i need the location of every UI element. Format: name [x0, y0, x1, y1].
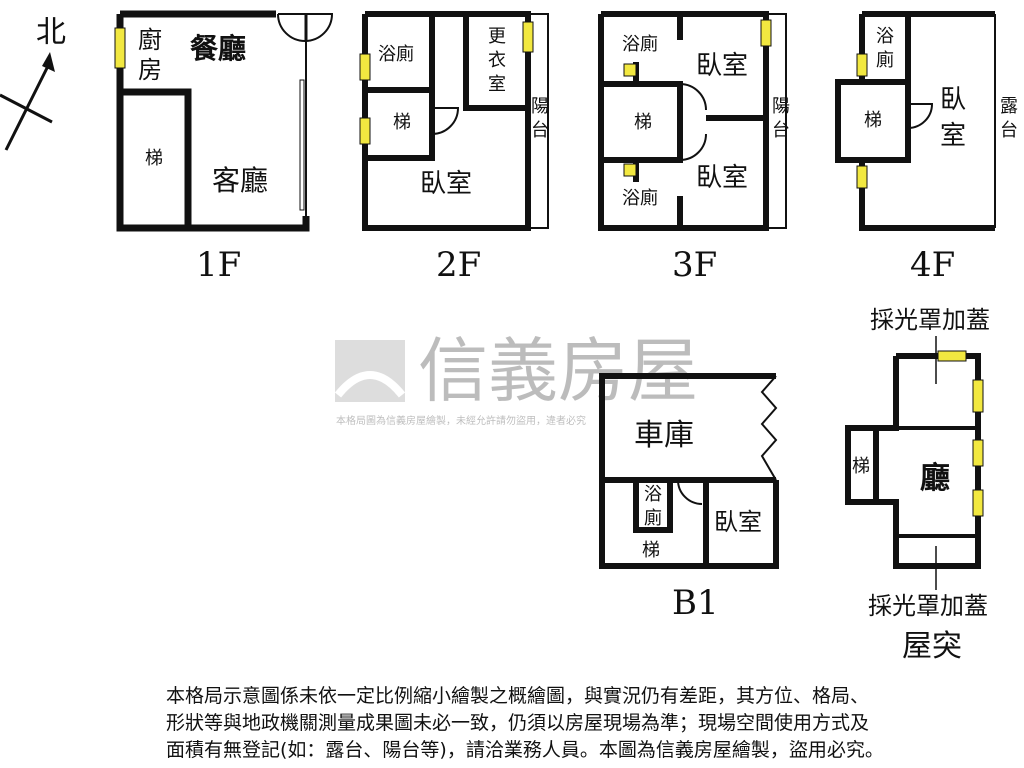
floor-4f-title: 4F — [910, 245, 955, 285]
floor-b1-stairs-label: 梯 — [642, 540, 660, 561]
floor-3f-window-balcony — [760, 19, 772, 47]
floor-b1-garage-label: 車庫 — [634, 418, 694, 453]
floor-3f-balcony-label-2: 台 — [772, 120, 790, 141]
floor-4f-bath-label-1: 浴 — [876, 26, 894, 47]
floor-3f-bath-walls — [633, 14, 683, 228]
floor-2f-stairs-label: 梯 — [393, 112, 411, 133]
floor-2f-balcony-label-2: 台 — [531, 120, 549, 141]
floor-roof-plan — [845, 336, 984, 590]
north-arrow-head — [42, 52, 55, 72]
disclaimer-line-2: 形狀等與地政機關測量成果圖未必一致，仍須以房屋現場為準；現場空間使用方式及 — [166, 712, 870, 734]
watermark-note: 本格局圖為信義房屋繪製，未經允許請勿盜用，違者必究 — [336, 414, 586, 427]
floor-4f-window-bath — [856, 53, 868, 77]
floor-3f-bedroom-bottom-label: 臥室 — [696, 163, 748, 193]
floor-4f-stairs-label: 梯 — [864, 110, 882, 131]
floor-4f-window-lower — [856, 165, 868, 189]
floor-4f-bedroom-label-1: 臥 — [940, 85, 966, 115]
floor-b1-garage-door — [760, 375, 778, 481]
floor-3f-bath-bottom-label: 浴廁 — [622, 187, 658, 209]
floor-3f-stair-door-bottom — [679, 133, 707, 161]
floor-2f-bath-label: 浴廁 — [378, 43, 414, 65]
floor-3f-outer-wall — [598, 11, 769, 231]
floor-roof-window-top — [937, 350, 967, 362]
floor-2f-window-bath — [359, 53, 371, 81]
floor-3f-stairs-label: 梯 — [634, 112, 652, 133]
disclaimer-text: 本格局示意圖係未依一定比例縮小繪製之概繪圖，與實況仍有差距，其方位、格局、 形狀… — [166, 683, 1016, 764]
floor-2f-window-closet — [522, 21, 534, 53]
floor-2f-stair-door — [431, 107, 460, 135]
floor-b1-bedroom-label: 臥室 — [714, 508, 762, 536]
floor-roof-title: 屋突 — [902, 629, 962, 664]
watermark: 信義房屋 本格局圖為信義房屋繪製，未經允許請勿盜用，違者必究 — [334, 330, 698, 427]
floor-roof-skylight-top-label: 採光罩加蓋 — [870, 306, 990, 334]
floor-3f-plan — [598, 11, 787, 231]
floor-1f-glass-door — [299, 79, 305, 211]
floor-2f-closet-label-3: 室 — [488, 74, 506, 95]
floor-3f-bath-top-label: 浴廁 — [622, 33, 658, 55]
floor-roof-skylight-bottom-label: 採光罩加蓋 — [868, 592, 988, 620]
floor-1f-living-label: 客廳 — [212, 164, 268, 197]
north-label: 北 — [36, 15, 66, 50]
floor-4f-plan — [835, 11, 996, 231]
disclaimer-line-1: 本格局示意圖係未依一定比例縮小繪製之概繪圖，與實況仍有差距，其方位、格局、 — [166, 685, 870, 707]
floor-2f-closet-label-1: 更 — [488, 26, 506, 47]
compass-cross-line — [0, 93, 53, 124]
north-arrow-line — [4, 61, 52, 151]
floor-b1-bath-wall — [633, 480, 673, 533]
floor-b1-outer-wall — [599, 373, 779, 569]
floor-2f-plan — [359, 11, 549, 231]
floor-1f-dining-label: 餐廳 — [190, 32, 246, 65]
floor-roof-window-3 — [972, 489, 984, 517]
floor-3f-title: 3F — [672, 245, 717, 285]
floor-3f-balcony — [767, 13, 787, 229]
disclaimer-line-3: 面積有無登記(如：露台、陽台等)，請洽業務人員。本圖為信義房屋繪製，盜用必究。 — [166, 739, 884, 761]
floor-3f-stair-door-top — [679, 83, 707, 111]
floor-4f-terrace-label-2: 台 — [1000, 120, 1018, 141]
floor-3f-balcony-label-1: 陽 — [772, 96, 790, 117]
floor-1f-stairs-label: 梯 — [145, 148, 163, 169]
floor-4f-stair-door — [907, 103, 934, 129]
floor-4f-bedroom-label-2: 室 — [940, 121, 966, 151]
floor-1f-kitchen-label-2: 房 — [138, 56, 162, 84]
floor-b1-plan — [599, 373, 779, 569]
floor-b1-door — [677, 479, 703, 505]
floor-1f-stair-wall — [120, 88, 192, 228]
floor-3f-window-bottom — [623, 163, 637, 177]
watermark-brand: 信義房屋 — [418, 330, 698, 412]
floor-2f-closet-label-2: 衣 — [488, 50, 506, 71]
floor-roof-stairs-label: 梯 — [852, 456, 870, 477]
floor-4f-bath-label-2: 廁 — [876, 49, 894, 71]
floor-roof-window-1 — [972, 379, 984, 413]
floor-2f-balcony-label-1: 陽 — [531, 96, 549, 117]
floor-3f-window-top — [623, 63, 637, 77]
floor-4f-terrace-label-1: 露 — [1000, 96, 1018, 117]
floor-2f-closet-wall — [463, 14, 528, 111]
watermark-logo-icon — [335, 340, 405, 402]
floor-4f-stair-wall — [835, 79, 911, 163]
floor-roof-stair-wall — [845, 425, 876, 505]
floor-1f-plan — [114, 10, 334, 232]
watermark-logo-swoosh — [334, 371, 406, 398]
floor-3f-bedroom-top-label: 臥室 — [696, 51, 748, 81]
floor-b1-title: B1 — [672, 583, 719, 623]
floor-b1-bath-label-2: 廁 — [644, 507, 662, 529]
floor-3f-stair-wall — [601, 81, 683, 163]
floor-roof-hall-label: 廳 — [920, 461, 950, 496]
floor-2f-bedroom-label: 臥室 — [420, 169, 472, 199]
floor-b1-bath-label-1: 浴 — [644, 484, 662, 505]
floor-2f-window-stairs — [359, 117, 371, 145]
floor-1f-title: 1F — [196, 245, 241, 285]
floor-2f-stair-wall — [365, 90, 435, 161]
floor-1f-window — [114, 27, 126, 69]
floor-roof-window-2 — [972, 439, 984, 467]
north-compass: 北 — [0, 15, 66, 151]
floor-2f-balcony — [529, 13, 549, 229]
floor-1f-kitchen-label-1: 廚 — [138, 26, 162, 54]
floor-2f-title: 2F — [436, 245, 481, 285]
